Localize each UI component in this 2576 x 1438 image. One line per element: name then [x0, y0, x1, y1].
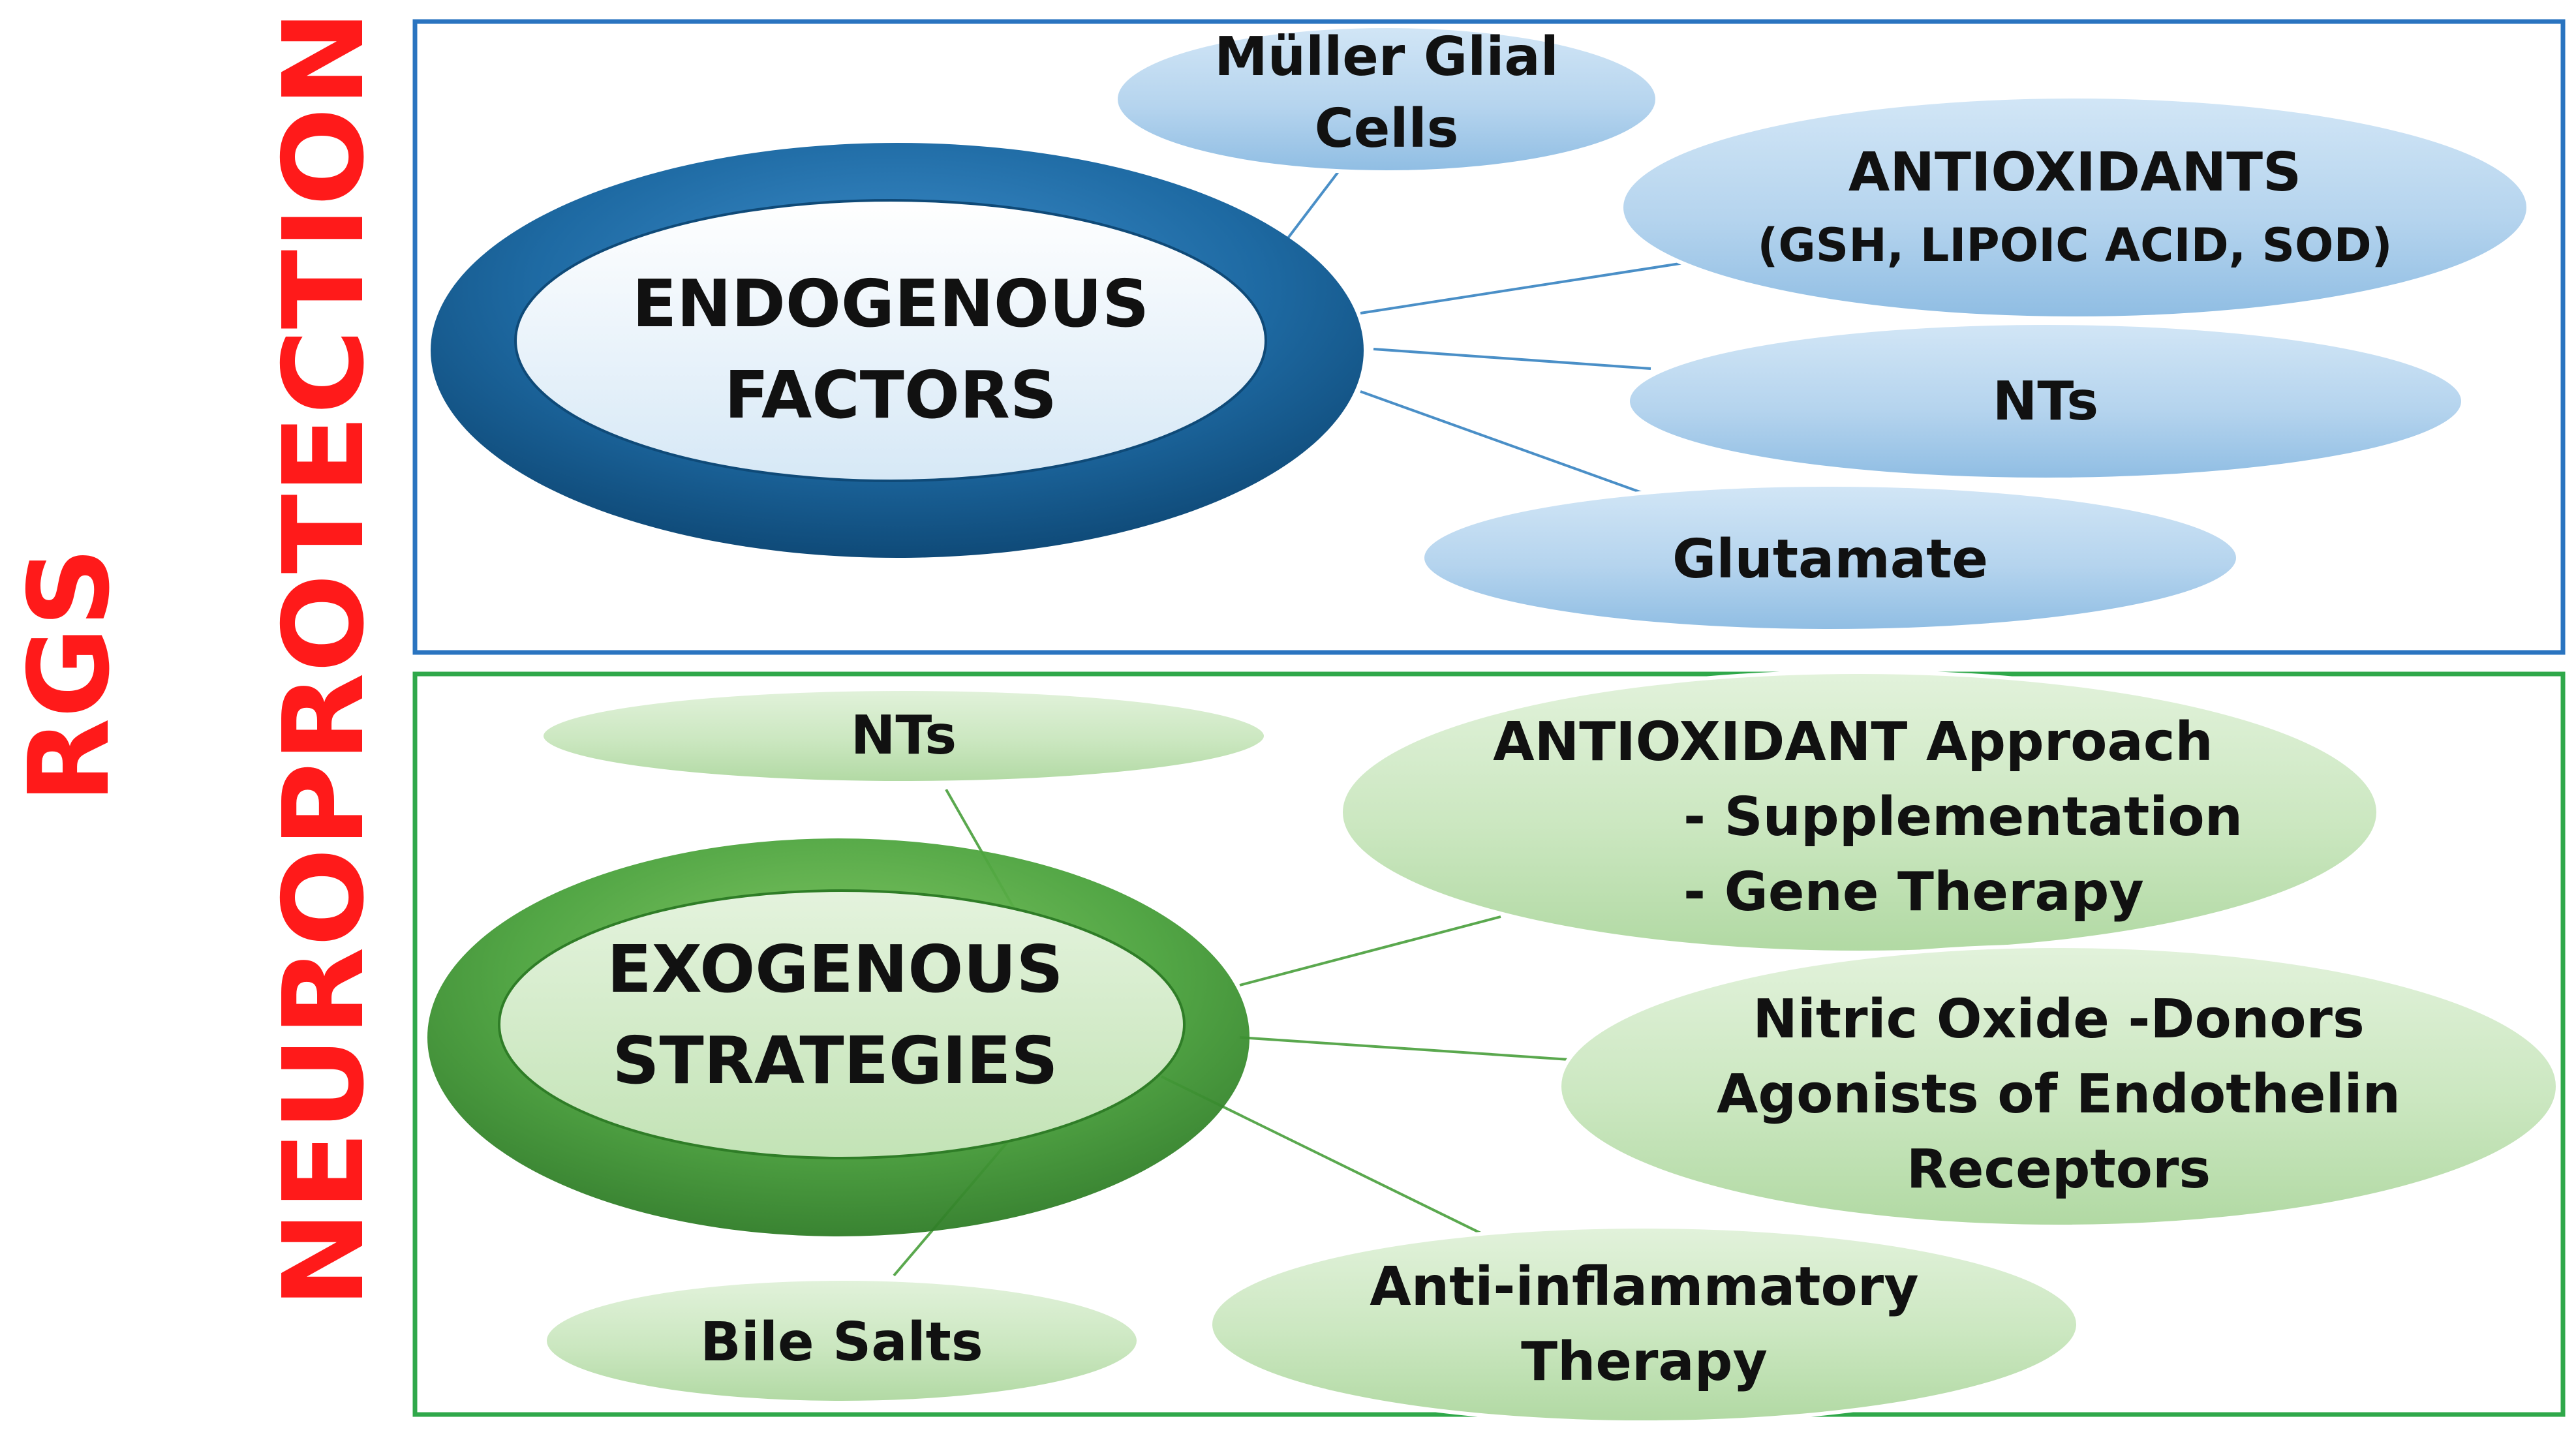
- hub-exogenous-inner: [498, 889, 1186, 1159]
- node-nitric-oxide-line1: Nitric Oxide -Donors: [1753, 988, 2365, 1050]
- node-antioxidant-approach-line2: - Supplementation: [1683, 786, 2243, 848]
- node-nts-endogenous-label: NTs: [1993, 371, 2098, 433]
- node-nitric-oxide-shape: [1557, 944, 2560, 1229]
- connector-muller: [1284, 159, 1349, 243]
- node-antioxidant-approach-line1: ANTIOXIDANT Approach: [1493, 711, 2213, 773]
- node-antioxidant-approach-line3: - Gene Therapy: [1683, 861, 2144, 923]
- hub-endogenous-line1: ENDOGENOUS: [632, 266, 1149, 342]
- node-bile-salts: Bile Salts: [543, 1277, 1141, 1405]
- connector-antioxidants: [1360, 260, 1697, 314]
- node-nts-exogenous-label: NTs: [851, 705, 957, 767]
- node-nts-endogenous-shape: [1626, 321, 2465, 482]
- node-muller-line1: Müller Glial: [1214, 26, 1559, 88]
- connector-nts: [1373, 348, 1651, 370]
- connector-antioxidant-approach: [1239, 915, 1501, 987]
- node-antioxidants-line1: ANTIOXIDANTS: [1848, 142, 2301, 204]
- title-line-neuroprotection: NEUROPROTECTION: [260, 10, 389, 1308]
- node-anti-inflammatory-line2: Therapy: [1521, 1331, 1768, 1393]
- hub-exogenous-line1: EXOGENOUS: [607, 931, 1063, 1007]
- node-anti-inflammatory: Anti-inflammatory Therapy: [1208, 1225, 2080, 1424]
- node-muller-line2: Cells: [1315, 98, 1459, 160]
- node-nts-endogenous: NTs: [1626, 321, 2465, 482]
- node-glutamate-label: Glutamate: [1672, 528, 1988, 590]
- hub-exogenous-strategies: EXOGENOUS STRATEGIES: [427, 838, 1250, 1236]
- hub-endogenous-factors: ENDOGENOUS FACTORS: [431, 143, 1364, 558]
- node-glutamate-shape: [1420, 483, 2240, 633]
- node-anti-inflammatory-shape: [1208, 1225, 2080, 1424]
- node-nitric-oxide-line2: Agonists of Endothelin: [1717, 1063, 2400, 1125]
- node-antioxidants: ANTIOXIDANTS (GSH, LIPOIC ACID, SOD): [1619, 95, 2530, 320]
- title-line-rgs: RGS: [5, 547, 134, 804]
- node-antioxidants-line2: (GSH, LIPOIC ACID, SOD): [1757, 219, 2392, 272]
- endogenous-connectors: [1284, 159, 1697, 497]
- endogenous-panel: [412, 19, 2566, 655]
- hub-endogenous-inner: [514, 199, 1267, 482]
- node-nitric-oxide: Nitric Oxide -Donors Agonists of Endothe…: [1557, 944, 2560, 1229]
- hub-exogenous-line2: STRATEGIES: [612, 1022, 1058, 1099]
- node-nts-exogenous: NTs: [540, 687, 1268, 785]
- connector-nitric-oxide: [1239, 1036, 1580, 1062]
- node-anti-inflammatory-line1: Anti-inflammatory: [1370, 1256, 1918, 1318]
- node-bile-salts-label: Bile Salts: [700, 1311, 983, 1373]
- node-nts-exogenous-shape: [540, 687, 1268, 785]
- node-bile-salts-shape: [543, 1277, 1141, 1405]
- node-muller-shape: [1114, 24, 1659, 174]
- node-muller-glial-cells: Müller Glial Cells: [1114, 24, 1659, 174]
- connector-glutamate: [1360, 390, 1651, 497]
- hub-endogenous-line2: FACTORS: [724, 357, 1057, 433]
- node-antioxidant-approach-shape: [1339, 670, 2380, 955]
- node-antioxidants-shape: [1619, 95, 2530, 320]
- node-antioxidant-approach: ANTIOXIDANT Approach - Supplementation -…: [1339, 670, 2380, 955]
- node-glutamate: Glutamate: [1420, 483, 2240, 633]
- node-nitric-oxide-line3: Receptors: [1907, 1139, 2211, 1201]
- vertical-title: RGS NEUROPROTECTION: [5, 10, 389, 1308]
